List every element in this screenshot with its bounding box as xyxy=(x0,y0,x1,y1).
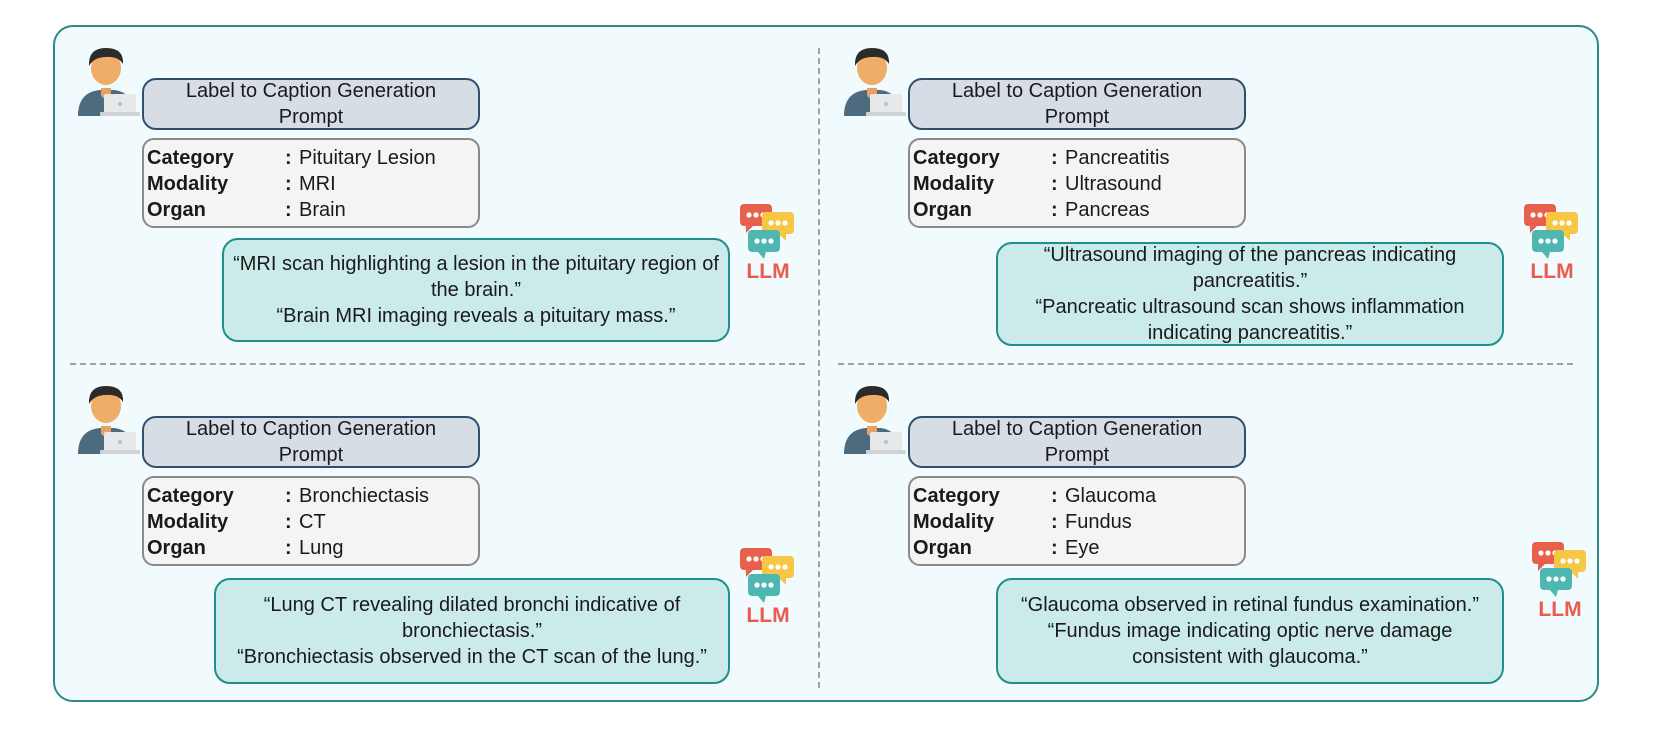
field-row-category: Category : Pituitary Lesion xyxy=(147,145,478,171)
caption-text: “Bronchiectasis observed in the CT scan … xyxy=(237,646,707,668)
field-value: Pancreatitis xyxy=(1065,147,1170,169)
llm-badge: LLM xyxy=(1522,202,1582,288)
field-separator: : xyxy=(285,147,292,169)
field-key: Organ xyxy=(913,537,972,559)
field-row-modality: Modality : Ultrasound xyxy=(913,171,1244,197)
field-key: Modality xyxy=(913,511,995,533)
field-value: Bronchiectasis xyxy=(299,485,430,507)
field-row-category: Category : Glaucoma xyxy=(913,483,1244,509)
field-separator: : xyxy=(285,199,292,221)
caption-box: “MRI scan highlighting a lesion in the p… xyxy=(222,238,730,342)
field-key: Modality xyxy=(913,173,995,195)
field-key: Organ xyxy=(913,199,972,221)
user-laptop-icon xyxy=(78,386,140,454)
caption-text: “Glaucoma observed in retinal fundus exa… xyxy=(1020,594,1480,616)
field-row-modality: Modality : CT xyxy=(147,509,478,535)
field-value: Ultrasound xyxy=(1065,173,1162,195)
chat-bubbles-icon xyxy=(740,548,794,603)
prompt-title-box: Label to Caption Generation Prompt xyxy=(908,416,1246,468)
field-separator: : xyxy=(285,537,292,559)
field-separator: : xyxy=(1051,537,1058,559)
prompt-title: Label to Caption Generation Prompt xyxy=(951,418,1203,466)
prompt-title: Label to Caption Generation Prompt xyxy=(185,80,437,128)
field-value: Fundus xyxy=(1065,511,1132,533)
caption-text: “Pancreatic ultrasound scan shows inflam… xyxy=(1035,296,1465,344)
caption-text: “Fundus image indicating optic nerve dam… xyxy=(1047,620,1453,668)
field-separator: : xyxy=(1051,147,1058,169)
label-info-box: Category : Glaucoma Modality : Fundus Or… xyxy=(908,476,1246,566)
user-laptop-icon xyxy=(78,48,140,116)
llm-label: LLM xyxy=(746,604,790,627)
field-key: Category xyxy=(913,485,1000,507)
user-laptop-icon xyxy=(844,48,906,116)
field-separator: : xyxy=(1051,199,1058,221)
field-value: CT xyxy=(299,511,326,533)
label-info-box: Category : Pancreatitis Modality : Ultra… xyxy=(908,138,1246,228)
label-info-box: Category : Pituitary Lesion Modality : M… xyxy=(142,138,480,228)
field-separator: : xyxy=(1051,485,1058,507)
field-row-organ: Organ : Lung xyxy=(147,535,478,561)
panel-glaucoma: Label to Caption Generation Prompt Categ… xyxy=(840,380,1600,700)
prompt-title-box: Label to Caption Generation Prompt xyxy=(142,78,480,130)
field-row-modality: Modality : MRI xyxy=(147,171,478,197)
field-key: Category xyxy=(913,147,1000,169)
user-laptop-icon xyxy=(844,386,906,454)
chat-bubbles-icon xyxy=(740,204,794,259)
field-row-organ: Organ : Eye xyxy=(913,535,1244,561)
llm-label: LLM xyxy=(1530,260,1574,283)
field-row-organ: Organ : Pancreas xyxy=(913,197,1244,223)
llm-label: LLM xyxy=(1538,598,1582,621)
llm-label: LLM xyxy=(746,260,790,283)
llm-badge: LLM xyxy=(1530,540,1590,626)
field-value: Pituitary Lesion xyxy=(299,147,436,169)
panel-bronchiectasis: Label to Caption Generation Prompt Categ… xyxy=(74,380,834,700)
field-key: Modality xyxy=(147,173,229,195)
horizontal-divider-right xyxy=(838,363,1573,365)
chat-bubbles-icon xyxy=(1524,204,1578,259)
prompt-title: Label to Caption Generation Prompt xyxy=(185,418,437,466)
field-value: MRI xyxy=(299,173,336,195)
caption-box: “Lung CT revealing dilated bronchi indic… xyxy=(214,578,730,684)
field-separator: : xyxy=(285,511,292,533)
field-key: Category xyxy=(147,485,234,507)
field-value: Glaucoma xyxy=(1065,485,1157,507)
llm-badge: LLM xyxy=(738,202,798,288)
field-row-organ: Organ : Brain xyxy=(147,197,478,223)
field-key: Category xyxy=(147,147,234,169)
field-key: Organ xyxy=(147,537,206,559)
field-value: Pancreas xyxy=(1065,199,1150,221)
label-info-box: Category : Bronchiectasis Modality : CT … xyxy=(142,476,480,566)
caption-box: “Ultrasound imaging of the pancreas indi… xyxy=(996,242,1504,346)
field-separator: : xyxy=(285,485,292,507)
caption-text: “Ultrasound imaging of the pancreas indi… xyxy=(1043,244,1457,292)
caption-box: “Glaucoma observed in retinal fundus exa… xyxy=(996,578,1504,684)
field-row-category: Category : Bronchiectasis xyxy=(147,483,478,509)
panel-pancreatitis: Label to Caption Generation Prompt Categ… xyxy=(840,42,1600,362)
field-separator: : xyxy=(285,173,292,195)
caption-text: “Lung CT revealing dilated bronchi indic… xyxy=(263,594,681,642)
field-key: Organ xyxy=(147,199,206,221)
field-row-modality: Modality : Fundus xyxy=(913,509,1244,535)
field-value: Lung xyxy=(299,537,344,559)
field-value: Eye xyxy=(1065,537,1100,559)
horizontal-divider-left xyxy=(70,363,805,365)
field-key: Modality xyxy=(147,511,229,533)
prompt-title-box: Label to Caption Generation Prompt xyxy=(908,78,1246,130)
prompt-title-box: Label to Caption Generation Prompt xyxy=(142,416,480,468)
panel-pituitary: Label to Caption Generation Prompt Categ… xyxy=(74,42,834,362)
llm-badge: LLM xyxy=(738,546,798,632)
caption-text: “MRI scan highlighting a lesion in the p… xyxy=(233,253,719,301)
field-value: Brain xyxy=(299,199,346,221)
prompt-title: Label to Caption Generation Prompt xyxy=(951,80,1203,128)
field-separator: : xyxy=(1051,173,1058,195)
field-row-category: Category : Pancreatitis xyxy=(913,145,1244,171)
caption-text: “Brain MRI imaging reveals a pituitary m… xyxy=(276,305,676,327)
vertical-divider xyxy=(818,48,820,688)
chat-bubbles-icon xyxy=(1532,542,1586,597)
field-separator: : xyxy=(1051,511,1058,533)
